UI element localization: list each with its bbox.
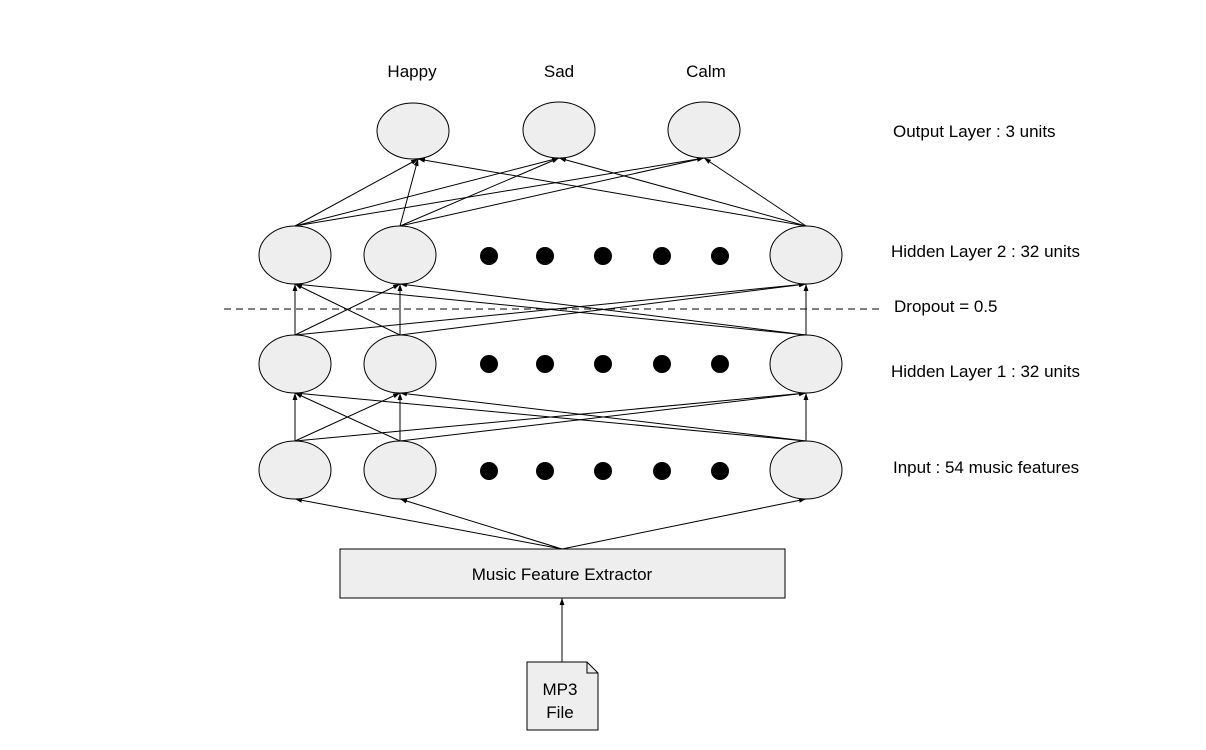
connection-arrow <box>561 498 807 550</box>
mp3-file-icon <box>526 661 599 731</box>
output-label-happy: Happy <box>387 62 437 81</box>
connection-arrow <box>294 392 401 442</box>
output-layer-label: Output Layer : 3 units <box>893 122 1056 141</box>
hidden-layer-2-label: Hidden Layer 2 : 32 units <box>891 242 1080 261</box>
ellipsis-dot <box>480 247 498 265</box>
hidden1-node <box>363 334 437 394</box>
connection-arrow <box>294 158 419 227</box>
output-node-happy <box>376 102 450 160</box>
output-node-calm <box>667 101 741 159</box>
ellipsis-dot <box>711 247 729 265</box>
dropout-label: Dropout = 0.5 <box>894 297 998 316</box>
ellipsis-dot <box>536 462 554 480</box>
output-label-sad: Sad <box>544 62 574 81</box>
connection-arrow <box>558 157 807 227</box>
ellipsis-dot <box>594 247 612 265</box>
connection-arrow <box>294 497 563 550</box>
connection-arrow <box>399 157 705 227</box>
feature-extractor-label: Music Feature Extractor <box>472 565 653 584</box>
connection-arrow <box>703 157 807 227</box>
output-label-calm: Calm <box>686 62 726 81</box>
hidden1-node <box>769 334 843 394</box>
hidden2-node <box>769 225 843 285</box>
output-node-sad <box>522 101 596 159</box>
ellipsis-dot <box>653 355 671 373</box>
file-corner-fold <box>586 662 598 674</box>
ellipsis-dot <box>711 462 729 480</box>
ellipsis-dot <box>711 355 729 373</box>
mp3-file-label-line2: File <box>546 703 573 722</box>
connection-arrow <box>417 157 807 227</box>
hidden1-node <box>258 334 332 394</box>
mp3-file-label-line1: MP3 <box>543 680 578 699</box>
connection-arrow <box>294 157 560 227</box>
connection-arrow <box>399 158 419 227</box>
ellipsis-dot <box>536 247 554 265</box>
input-layer-label: Input : 54 music features <box>893 458 1079 477</box>
connection-arrow <box>399 498 563 550</box>
ellipsis-dot <box>480 355 498 373</box>
hidden2-node <box>363 225 437 285</box>
connection-arrow <box>294 156 705 227</box>
ellipsis-dot <box>653 247 671 265</box>
connection-arrow <box>294 391 807 442</box>
ellipsis-dot <box>653 462 671 480</box>
connection-arrow <box>399 157 560 227</box>
connection-arrow <box>399 391 807 442</box>
ellipsis-dot <box>594 355 612 373</box>
ellipsis-dot <box>536 355 554 373</box>
hidden2-node <box>258 225 332 285</box>
ellipsis-dot <box>594 462 612 480</box>
hidden-layer-1-label: Hidden Layer 1 : 32 units <box>891 362 1080 381</box>
ellipsis-dot <box>480 462 498 480</box>
feature-extractor-box <box>339 548 786 599</box>
input-node <box>363 440 437 500</box>
input-node <box>769 440 843 500</box>
input-node <box>258 440 332 500</box>
